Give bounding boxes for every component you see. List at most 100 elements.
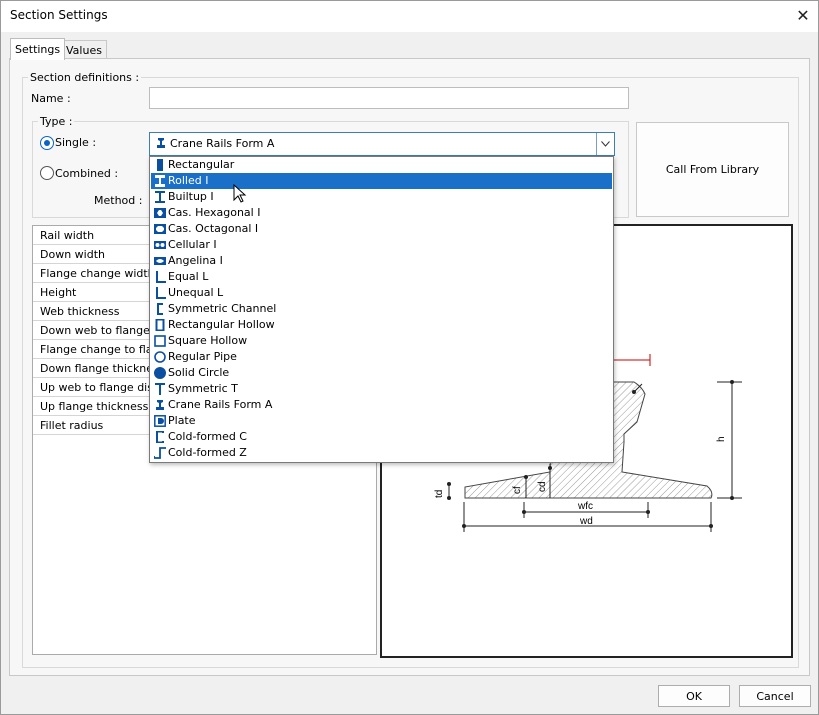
hexagonal-icon [154,207,166,219]
dropdown-item-cas-hexagonal[interactable]: Cas. Hexagonal I [151,205,612,221]
dropdown-item-cas-octagonal[interactable]: Cas. Octagonal I [151,221,612,237]
section-type-dropdown[interactable]: Rectangular Rolled I Builtup I Cas. Hexa… [149,156,614,463]
dropdown-item-cellular[interactable]: Cellular I [151,237,612,253]
dropdown-item-label: Cas. Octagonal I [168,222,258,235]
dropdown-item-rectangular[interactable]: Rectangular [151,157,612,173]
dim-td: td [434,490,445,498]
cellular-icon [154,239,166,251]
property-row[interactable]: Down flange thickness [33,359,152,378]
property-label: Flange change to flang [40,343,166,356]
dropdown-item-cold-formed-z[interactable]: Cold-formed Z [151,445,612,461]
dropdown-item-plate[interactable]: Plate [151,413,612,429]
dropdown-item-regular-pipe[interactable]: Regular Pipe [151,349,612,365]
property-row[interactable]: Flange change to flang [33,340,152,359]
type-label: Type : [38,115,74,128]
single-label: Single : [55,136,96,149]
dropdown-item-label: Symmetric Channel [168,302,276,315]
property-label: Height [40,286,76,299]
dropdown-item-equal-l[interactable]: Equal L [151,269,612,285]
dropdown-item-label: Square Hollow [168,334,247,347]
dim-cd: cd [537,481,548,492]
angle-icon [154,287,166,299]
dropdown-item-label: Equal L [168,270,208,283]
section-type-value: Crane Rails Form A [170,137,274,150]
name-input[interactable] [149,87,629,109]
dropdown-item-label: Rectangular [168,158,234,171]
dim-wfc: wfc [577,501,593,512]
call-from-library-button[interactable]: Call From Library [636,122,789,217]
dropdown-item-label: Regular Pipe [168,350,237,363]
t-section-icon [154,383,166,395]
crane-rail-icon [154,399,166,411]
property-row[interactable]: Height [33,283,152,302]
angelina-icon [154,255,166,267]
dropdown-item-cold-formed-c[interactable]: Cold-formed C [151,429,612,445]
plate-icon [154,415,166,427]
property-label: Fillet radius [40,419,103,432]
section-type-combo[interactable]: Crane Rails Form A [149,132,615,156]
circle-icon [154,367,166,379]
property-label: Down flange thickness [40,362,165,375]
crane-rail-icon [155,137,167,149]
dropdown-item-label: Cas. Hexagonal I [168,206,260,219]
dropdown-item-label: Builtup I [168,190,214,203]
cancel-label: Cancel [756,690,793,703]
tab-settings[interactable]: Settings [10,38,65,60]
dropdown-item-label: Plate [168,414,196,427]
dropdown-item-label: Unequal L [168,286,223,299]
call-from-library-label: Call From Library [666,163,759,176]
tab-values-label: Values [66,44,102,57]
tab-values[interactable]: Values [61,40,107,59]
dropdown-item-rectangular-hollow[interactable]: Rectangular Hollow [151,317,612,333]
dropdown-item-label: Cold-formed Z [168,446,247,459]
property-label: Down width [40,248,105,261]
cold-c-icon [154,431,166,443]
single-radio[interactable] [40,136,54,150]
dropdown-item-angelina[interactable]: Angelina I [151,253,612,269]
dropdown-item-crane-rails[interactable]: Crane Rails Form A [151,397,612,413]
dropdown-item-solid-circle[interactable]: Solid Circle [151,365,612,381]
rect-hollow-icon [154,319,166,331]
dropdown-item-unequal-l[interactable]: Unequal L [151,285,612,301]
ok-label: OK [686,690,702,703]
i-section-icon [154,191,166,203]
dropdown-item-label: Rolled I [168,174,208,187]
close-icon[interactable]: ✕ [793,5,813,25]
dropdown-item-square-hollow[interactable]: Square Hollow [151,333,612,349]
dropdown-item-label: Crane Rails Form A [168,398,272,411]
mouse-cursor-icon [233,184,247,204]
property-row[interactable]: Down width [33,245,152,264]
section-definitions-label: Section definitions : [28,71,141,84]
tab-settings-label: Settings [15,43,60,56]
dropdown-item-rolled-i[interactable]: Rolled I [151,173,612,189]
dropdown-item-symmetric-channel[interactable]: Symmetric Channel [151,301,612,317]
property-row[interactable]: Up web to flange distar [33,378,152,397]
dropdown-item-label: Rectangular Hollow [168,318,275,331]
property-row[interactable]: Down web to flange dis [33,321,152,340]
property-row[interactable]: Web thickness [33,302,152,321]
method-label: Method : [94,194,142,207]
ok-button[interactable]: OK [658,685,730,707]
cold-z-icon [154,447,166,459]
chevron-down-icon[interactable] [596,133,614,155]
channel-icon [154,303,166,315]
dropdown-item-builtup-i[interactable]: Builtup I [151,189,612,205]
property-row[interactable]: Up flange thickness [33,397,152,416]
i-section-icon [154,175,166,187]
property-row[interactable]: Fillet radius [33,416,152,435]
dropdown-item-label: Solid Circle [168,366,229,379]
combined-label: Combined : [55,167,118,180]
rectangle-icon [154,159,166,171]
dropdown-item-symmetric-t[interactable]: Symmetric T [151,381,612,397]
octagonal-icon [154,223,166,235]
dropdown-item-label: Angelina I [168,254,223,267]
property-label: Flange change width [40,267,155,280]
combined-radio[interactable] [40,166,54,180]
cancel-button[interactable]: Cancel [739,685,811,707]
property-label: Rail width [40,229,94,242]
window-title: Section Settings [10,8,108,22]
property-row[interactable]: Rail width [33,226,152,245]
dim-h: h [716,436,727,442]
dropdown-item-label: Cold-formed C [168,430,247,443]
property-row[interactable]: Flange change width [33,264,152,283]
